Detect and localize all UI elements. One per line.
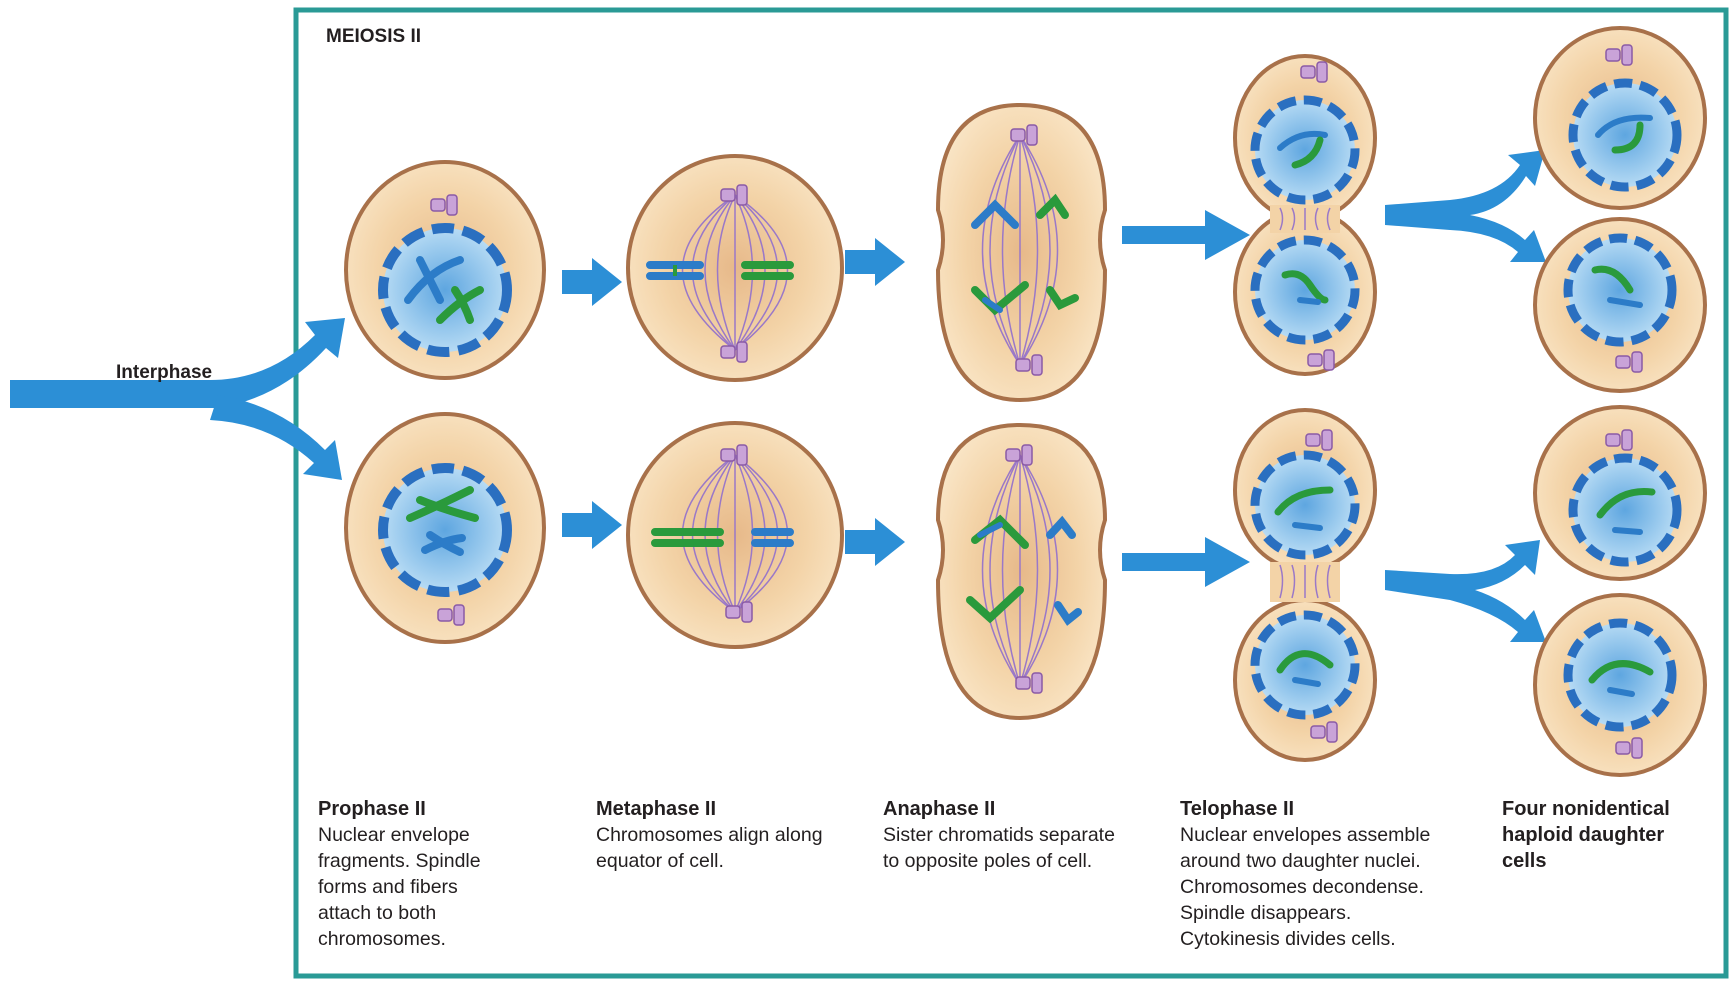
stage-name: Telophase II [1180,796,1460,822]
prophase-cell-bottom [346,414,544,642]
stage-description: Nuclear envelopes assemble around two da… [1180,822,1460,952]
daughter-cell-2 [1535,219,1705,391]
arrow-icon [562,258,622,306]
stage-name: Anaphase II [883,796,1153,822]
arrow-icon [845,518,905,566]
caption-daughter-cells: Four nonidentical haploid daughter cells [1502,796,1722,874]
split-arrow-bottom [1385,540,1546,642]
metaphase-cell-top [628,156,842,380]
stage-description: Four nonidentical haploid daughter cells [1502,796,1722,874]
stage-name: Metaphase II [596,796,866,822]
stage-description: Nuclear envelope fragments. Spindle form… [318,822,548,952]
caption-telophase-ii: Telophase II Nuclear envelopes assemble … [1180,796,1460,952]
telophase-cell-top [1235,56,1375,374]
arrow-icon [845,238,905,286]
metaphase-cell-bottom [628,423,842,647]
arrow-icon [1122,537,1250,587]
daughter-cell-1 [1535,28,1705,208]
caption-metaphase-ii: Metaphase II Chromosomes align along equ… [596,796,866,874]
daughter-cell-4 [1535,595,1705,775]
anaphase-cell-top [938,105,1105,400]
interphase-label: Interphase [116,362,212,383]
caption-anaphase-ii: Anaphase II Sister chromatids separate t… [883,796,1153,874]
split-arrow-top [1385,150,1546,262]
stage-description: Chromosomes align along equator of cell. [596,822,866,874]
caption-prophase-ii: Prophase II Nuclear envelope fragments. … [318,796,548,952]
anaphase-cell-bottom [938,425,1105,718]
stage-description: Sister chromatids separate to opposite p… [883,822,1153,874]
arrow-icon [1122,210,1250,260]
arrow-icon [562,501,622,549]
stage-name: Prophase II [318,796,548,822]
daughter-cell-3 [1535,407,1705,579]
diagram-title: MEIOSIS II [326,26,421,47]
prophase-cell-top [346,162,544,378]
telophase-cell-bottom [1235,410,1375,760]
